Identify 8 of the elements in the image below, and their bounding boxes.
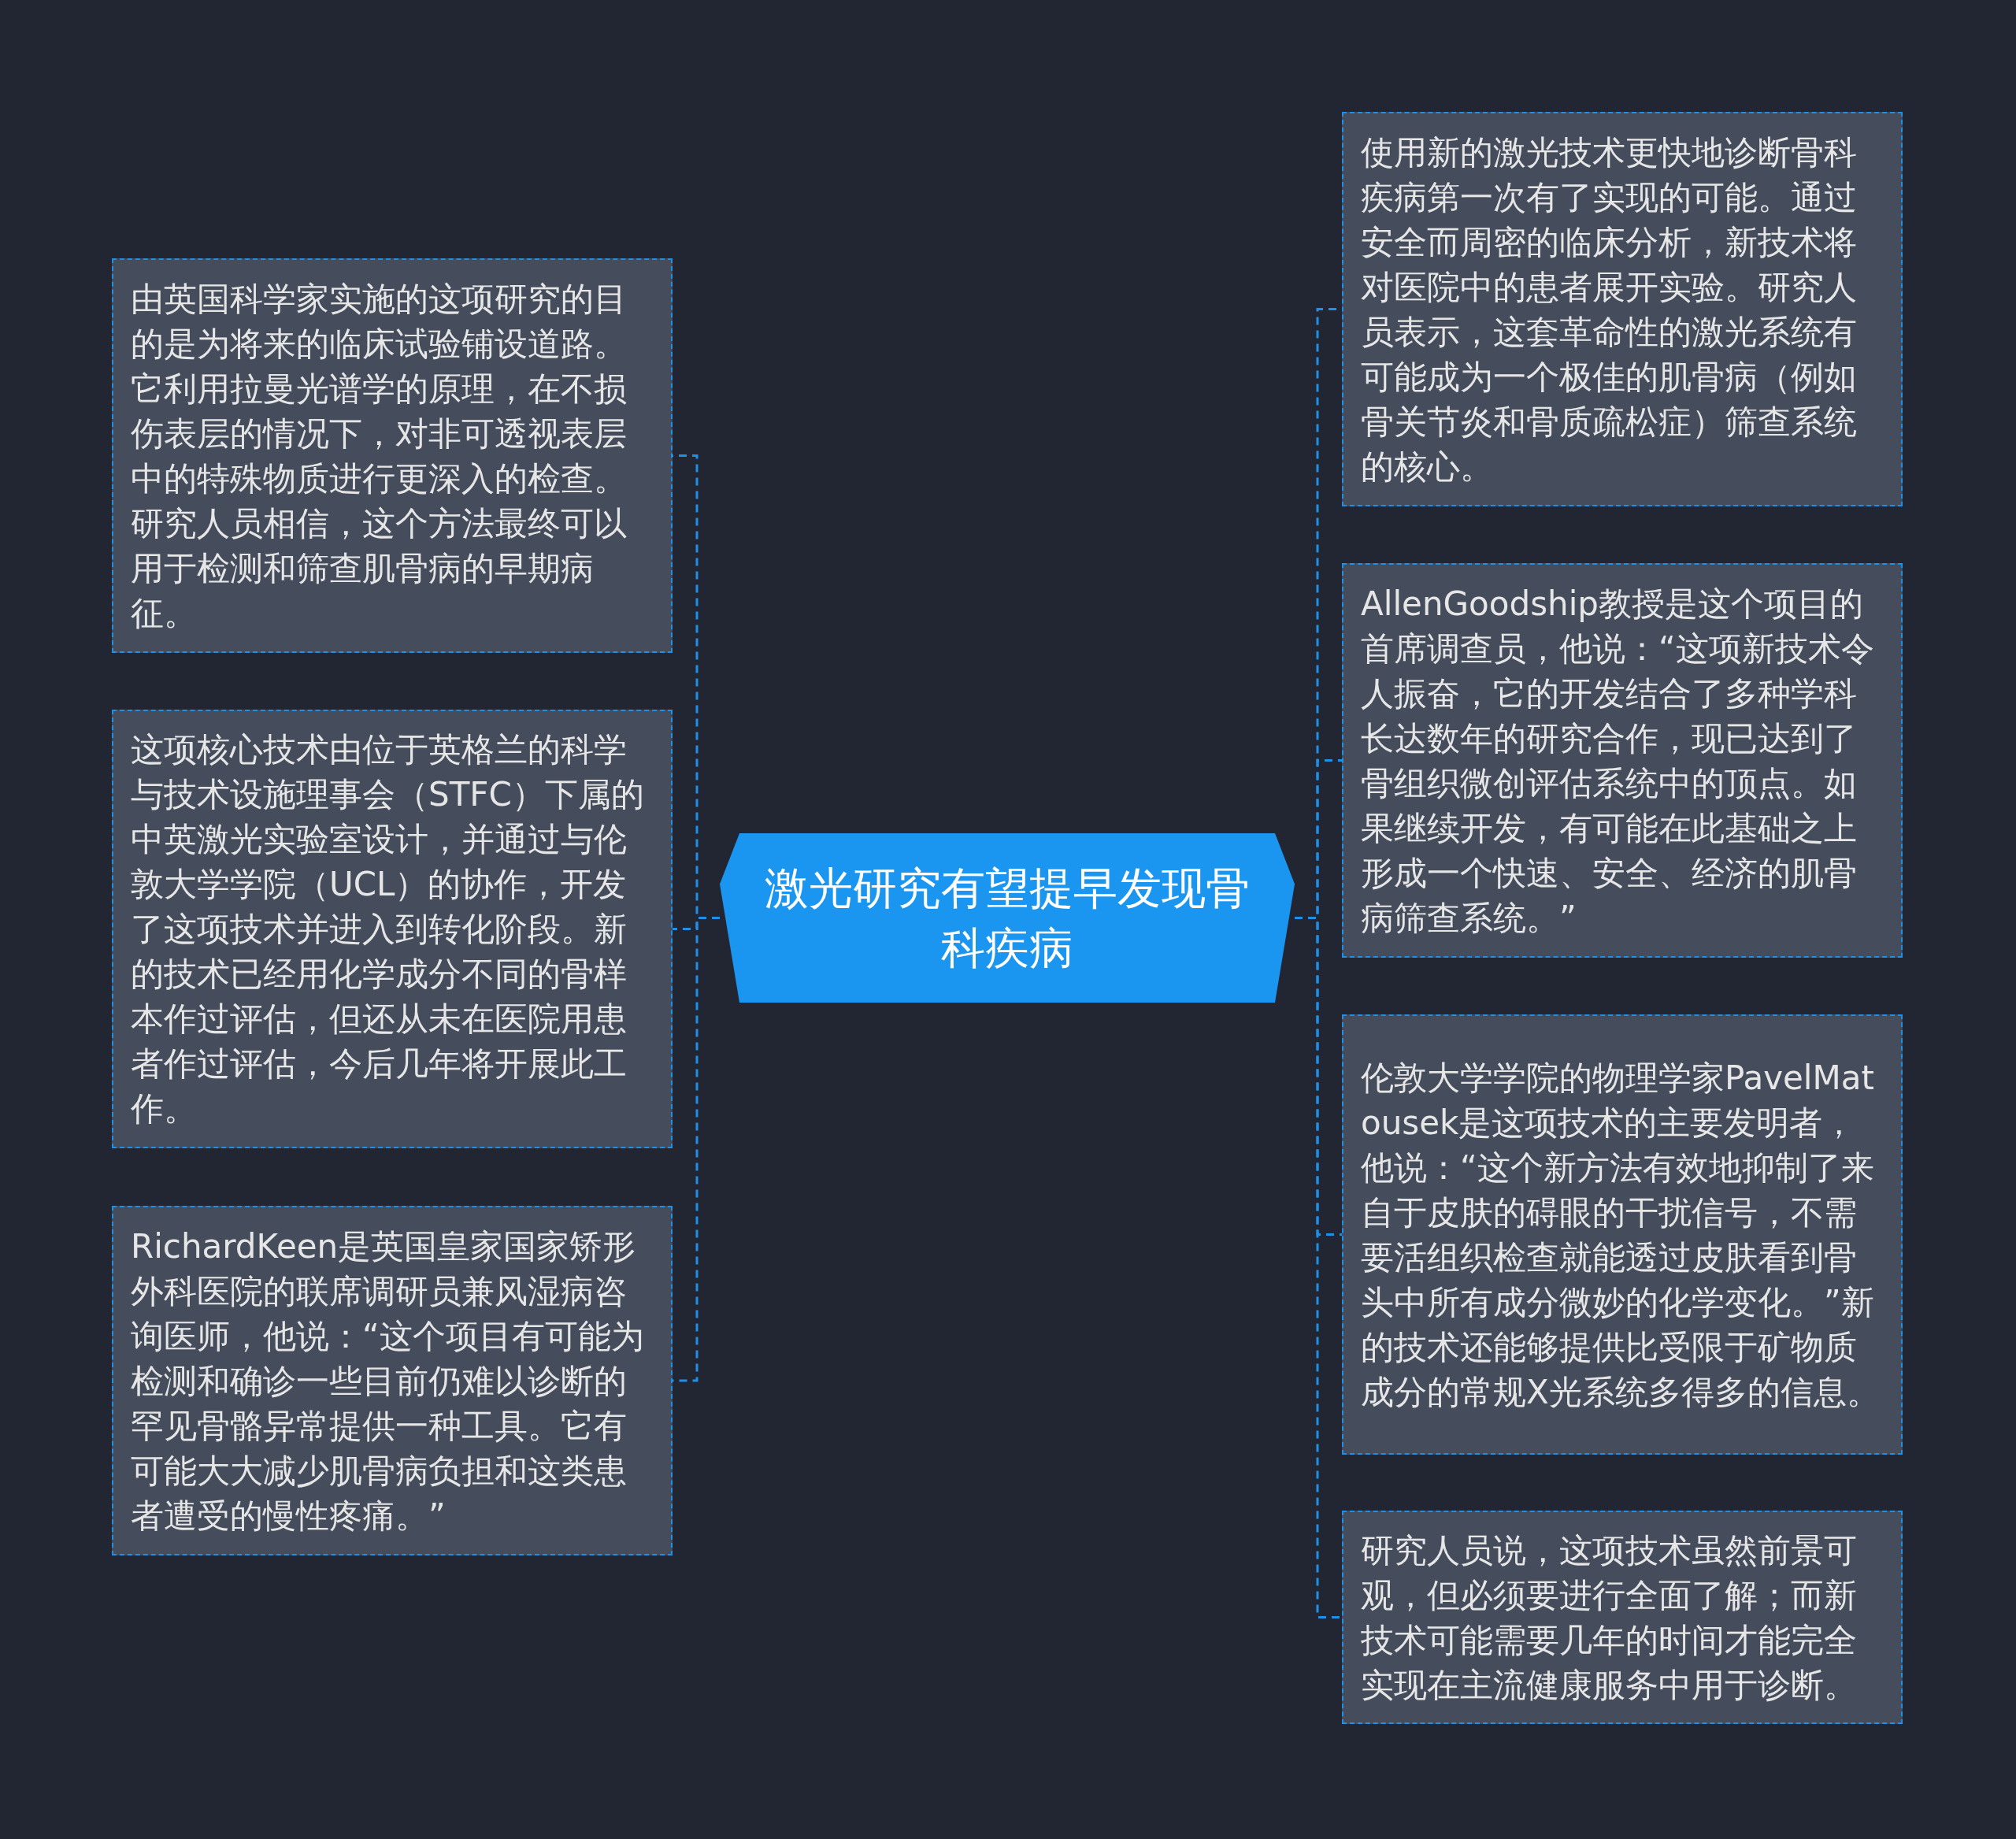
text-box: RichardKeen是英国皇家国家矫形外科医院的联席调研员兼风湿病咨询医师，他说：“这个项目有可能为检测和确诊一些目前仍难以诊断的罕见骨骼异常提供一种工具。它有可能大大减少肌骨病负担和这类患者遭受的慢性疼痛。” (112, 1206, 673, 1555)
text-box: 由英国科学家实施的这项研究的目的是为将来的临床试验铺设道路。它利用拉曼光谱学的原理，在不损伤表层的情况下，对非可透视表层中的特殊物质进行更深入的检查。研究人员相信，这个方法最终可以用于检测和筛查肌骨病的早期病征。 (112, 258, 673, 653)
text-box: 伦敦大学学院的物理学家PavelMatousek是这项技术的主要发明者，他说：“这个新方法有效地抑制了来自于皮肤的碍眼的干扰信号，不需要活组织检查就能透过皮肤看到骨头中所有成分微妙的化学变化。”新的技术还能够提供比受限于矿物质成分的常规X光系统多得多的信息。 (1342, 1014, 1903, 1455)
text-box: 使用新的激光技术更快地诊断骨科疾病第一次有了实现的可能。通过安全而周密的临床分析，新技术将对医院中的患者展开实验。研究人员表示，这套革命性的激光系统有可能成为一个极佳的肌骨病（例如骨关节炎和骨质疏松症）筛查系统的核心。 (1342, 112, 1903, 506)
text-box: AllenGoodship教授是这个项目的首席调查员，他说：“这项新技术令人振奋，它的开发结合了多种学科长达数年的研究合作，现已达到了骨组织微创评估系统中的顶点。如果继续开发，有可能在此基础之上形成一个快速、安全、经济的肌骨病筛查系统。” (1342, 563, 1903, 958)
text-box: 这项核心技术由位于英格兰的科学与技术设施理事会（STFC）下属的中英激光实验室设计，并通过与伦敦大学学院（UCL）的协作，开发了这项技术并进入到转化阶段。新的技术已经用化学成分不同的骨样本作过评估，但还从未在医院用患者作过评估，今后几年将开展此工作。 (112, 710, 673, 1148)
topic-banner: 激光研究有望提早发现骨科疾病 (720, 833, 1295, 1003)
text-box: 研究人员说，这项技术虽然前景可观，但必须要进行全面了解；而新技术可能需要几年的时间才能完全实现在主流健康服务中用于诊断。 (1342, 1511, 1903, 1724)
